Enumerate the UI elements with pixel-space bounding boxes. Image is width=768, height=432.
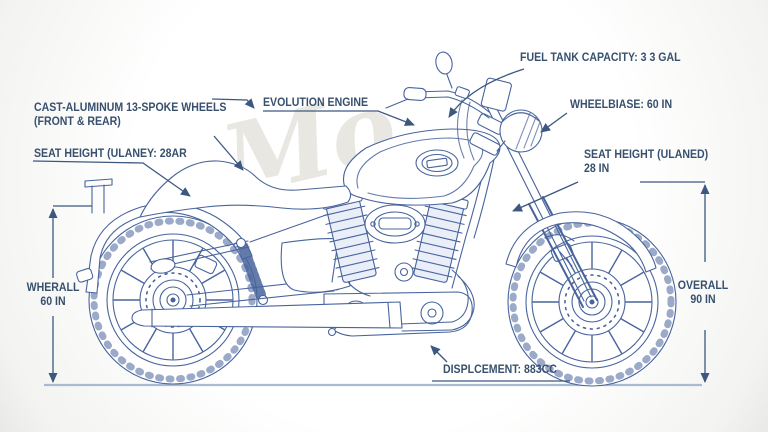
label-evolution-engine: EVOLUTION ENGINE [263,95,369,109]
seat [139,160,352,218]
label-seat-height-left: SEAT HEIGHT (ULANEY: 28AR [34,146,187,160]
label-wheelbase: WHEELBIASE: 60 IN [570,97,673,111]
label-cast-aluminum-wheels: CAST-ALUMINUM 13-SPOKE WHEELS (FRONT & R… [34,100,226,128]
headlight [496,109,543,153]
mirror [435,51,453,89]
label-line: (FRONT & REAR) [34,114,121,128]
rear-fender [76,178,253,294]
exhaust [131,269,475,332]
handlebar [385,77,512,119]
label-overall-left: WHERALL 60 IN [18,280,88,308]
label-line: 28 IN [584,161,610,175]
rear-wheel [88,215,258,385]
dimension-right [640,181,710,383]
label-seat-height-right: SEAT HEIGHT (ULANED) 28 IN [584,147,708,175]
leader-lines [32,68,579,382]
front-wheel [507,217,677,387]
label-displacement: DISPLCEMENT: 883CC [443,362,557,376]
label-line: 60 IN [40,294,66,308]
label-fuel-tank-capacity: FUEL TANK CAPACITY: 3 3 GAL [520,50,681,64]
label-line: CAST-ALUMINUM 13-SPOKE WHEELS [34,100,227,114]
label-line: 90 IN [690,292,716,306]
dimension-left [48,205,92,383]
label-line: WHERALL [26,280,80,294]
label-overall-right: OVERALL 90 IN [668,278,738,306]
front-fender [505,211,657,273]
label-line: SEAT HEIGHT (ULANED) [584,147,709,161]
label-line: OVERALL [677,278,729,292]
